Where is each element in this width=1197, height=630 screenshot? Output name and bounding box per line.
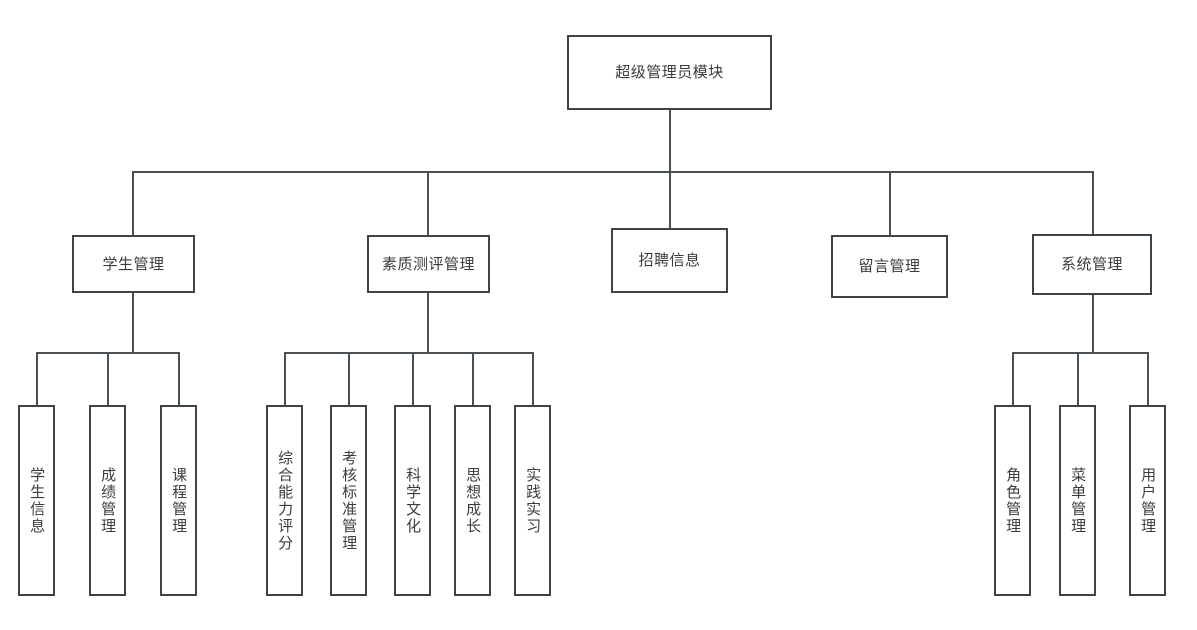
edge-system-bus-to-user: [1147, 352, 1149, 405]
edge-bus-to-recruitment: [669, 171, 671, 228]
leaf-student-info[interactable]: 学生信息: [18, 405, 55, 596]
edge-student-bus-to-course: [178, 352, 180, 405]
edge-system-bus-to-menu: [1077, 352, 1079, 405]
leaf-assessment-standard-management[interactable]: 考核标准管理: [330, 405, 367, 596]
edge-bus-to-system: [1092, 171, 1094, 234]
leaf-user-management[interactable]: 用户管理: [1129, 405, 1166, 596]
edge-student-bus-to-score: [107, 352, 109, 405]
leaf-practice-internship[interactable]: 实践实习: [514, 405, 551, 596]
leaf-role-management[interactable]: 角色管理: [994, 405, 1031, 596]
leaf-student-info-label: 学生信息: [28, 466, 47, 535]
edge-evaluation-bus-to-practice: [532, 352, 534, 405]
edge-student-bus-to-info: [36, 352, 38, 405]
leaf-user-management-label: 用户管理: [1139, 466, 1158, 535]
node-root-label: 超级管理员模块: [615, 63, 724, 81]
node-message-management-label: 留言管理: [858, 257, 921, 275]
edge-evaluation-bus: [284, 352, 533, 354]
leaf-practice-internship-label: 实践实习: [524, 466, 543, 535]
edge-evaluation-bus-to-standard: [348, 352, 350, 405]
edge-evaluation-trunk: [427, 293, 429, 354]
node-root[interactable]: 超级管理员模块: [567, 35, 772, 110]
node-system-management-label: 系统管理: [1060, 255, 1123, 273]
edge-main-bus: [132, 171, 1094, 173]
edge-evaluation-bus-to-thought: [472, 352, 474, 405]
node-evaluation-management-label: 素质测评管理: [381, 254, 475, 273]
leaf-score-management-label: 成绩管理: [99, 466, 118, 535]
leaf-course-management-label: 课程管理: [170, 466, 189, 535]
leaf-science-culture[interactable]: 科学文化: [394, 405, 431, 596]
node-system-management[interactable]: 系统管理: [1032, 234, 1152, 295]
leaf-ideological-growth[interactable]: 思想成长: [454, 405, 491, 596]
edge-system-bus-to-role: [1012, 352, 1014, 405]
edge-system-trunk: [1092, 295, 1094, 354]
node-recruitment-info-label: 招聘信息: [638, 251, 701, 269]
node-recruitment-info[interactable]: 招聘信息: [611, 228, 728, 293]
leaf-science-culture-label: 科学文化: [404, 466, 423, 535]
node-student-management[interactable]: 学生管理: [72, 235, 195, 293]
edge-bus-to-evaluation: [427, 171, 429, 235]
edge-root-trunk: [669, 110, 671, 173]
edge-bus-to-student: [132, 171, 134, 235]
leaf-comprehensive-ability-score-label: 综合能力评分: [276, 449, 295, 552]
edge-system-bus: [1012, 352, 1149, 354]
leaf-course-management[interactable]: 课程管理: [160, 405, 197, 596]
leaf-ideological-growth-label: 思想成长: [464, 466, 483, 535]
edge-evaluation-bus-to-ability: [284, 352, 286, 405]
edge-student-trunk: [132, 293, 134, 354]
leaf-menu-management-label: 菜单管理: [1069, 466, 1088, 535]
leaf-role-management-label: 角色管理: [1004, 466, 1023, 535]
leaf-score-management[interactable]: 成绩管理: [89, 405, 126, 596]
node-student-management-label: 学生管理: [102, 254, 165, 273]
node-message-management[interactable]: 留言管理: [831, 235, 948, 298]
leaf-comprehensive-ability-score[interactable]: 综合能力评分: [266, 405, 303, 596]
edge-bus-to-message: [889, 171, 891, 235]
leaf-menu-management[interactable]: 菜单管理: [1059, 405, 1096, 596]
leaf-assessment-standard-management-label: 考核标准管理: [340, 449, 359, 552]
edge-evaluation-bus-to-science: [412, 352, 414, 405]
node-evaluation-management[interactable]: 素质测评管理: [367, 235, 490, 293]
